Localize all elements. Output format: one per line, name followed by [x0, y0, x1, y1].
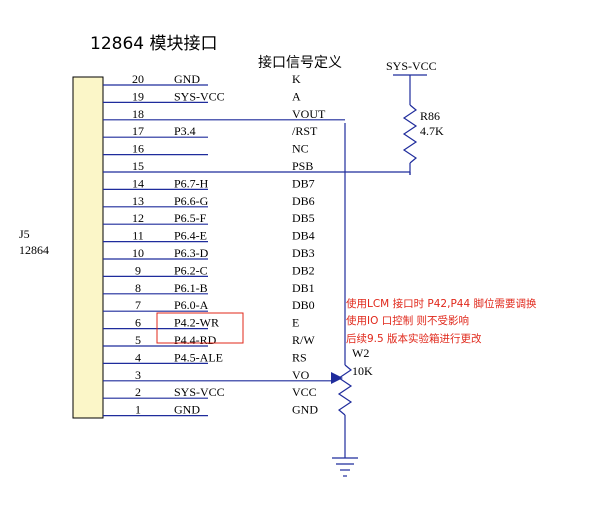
pin-number-10: 10	[132, 246, 144, 260]
pin-net-13: P6.6-G	[174, 194, 209, 208]
pin-signal-7: DB0	[292, 298, 315, 312]
swap-highlight-box	[156, 312, 244, 344]
pot-value: 10K	[352, 364, 373, 378]
connector-value: 12864	[19, 243, 49, 257]
pin-net-4: P4.5-ALE	[174, 350, 223, 364]
pin-number-15: 15	[132, 159, 144, 173]
pin-number-5: 5	[135, 333, 141, 347]
pin-signal-2: VCC	[292, 385, 317, 399]
pin-number-4: 4	[135, 350, 141, 364]
pin-number-2: 2	[135, 385, 141, 399]
pin-number-19: 19	[132, 89, 144, 103]
pin-signal-1: GND	[292, 403, 318, 417]
pin-signal-20: K	[292, 72, 301, 86]
pin-net-2: SYS-VCC	[174, 385, 225, 399]
pin-net-10: P6.3-D	[174, 246, 209, 260]
pin-net-12: P6.5-F	[174, 211, 207, 225]
pin-signal-3: VO	[292, 368, 310, 382]
pin-signal-14: DB7	[292, 176, 315, 190]
pin-net-7: P6.0-A	[174, 298, 209, 312]
pin-signal-17: /RST	[292, 124, 318, 138]
pin-net-19: SYS-VCC	[174, 89, 225, 103]
pin-net-9: P6.2-C	[174, 263, 208, 277]
pin-number-9: 9	[135, 263, 141, 277]
pin-net-8: P6.1-B	[174, 281, 208, 295]
pin-net-6: P4.2-WR	[174, 316, 219, 330]
note-line-3: 后续9.5 版本实验箱进行更改	[346, 332, 482, 345]
pin-signal-9: DB2	[292, 263, 315, 277]
pin-signal-18: VOUT	[292, 107, 326, 121]
pin-number-1: 1	[135, 403, 141, 417]
pin-number-17: 17	[132, 124, 144, 138]
connector-ref: J5	[19, 227, 30, 241]
pin-signal-10: DB3	[292, 246, 315, 260]
pin-net-14: P6.7-H	[174, 176, 209, 190]
pin-number-8: 8	[135, 281, 141, 295]
schematic-title: 12864 模块接口	[90, 34, 217, 54]
pot-w2-symbol	[337, 364, 353, 416]
pin-number-7: 7	[135, 298, 141, 312]
pin-number-16: 16	[132, 142, 144, 156]
resistor-r86-symbol	[402, 104, 418, 164]
pin-number-3: 3	[135, 368, 141, 382]
signal-definition-header: 接口信号定义	[258, 54, 342, 71]
pot-ref: W2	[352, 346, 369, 360]
pin-signal-13: DB6	[292, 194, 315, 208]
pin-signal-6: E	[292, 316, 299, 330]
power-label: SYS-VCC	[386, 59, 437, 73]
pin-signal-5: R/W	[292, 333, 315, 347]
pin-signal-4: RS	[292, 350, 307, 364]
pin-net-11: P6.4-E	[174, 229, 207, 243]
pin-net-5: P4.4-RD	[174, 333, 217, 347]
connector-body	[72, 76, 104, 419]
pin-signal-8: DB1	[292, 281, 315, 295]
pin-number-20: 20	[132, 72, 144, 86]
pin-net-20: GND	[174, 72, 200, 86]
pin-signal-19: A	[292, 89, 301, 103]
note-line-2: 使用IO 口控制 则不受影响	[346, 314, 469, 327]
pin-net-1: GND	[174, 403, 200, 417]
ground-symbol	[332, 457, 358, 477]
pot-wiper-arrow	[331, 372, 343, 384]
pin-number-13: 13	[132, 194, 144, 208]
pin-number-6: 6	[135, 316, 141, 330]
pin-number-11: 11	[132, 229, 144, 243]
pin-number-12: 12	[132, 211, 144, 225]
resistor-ref: R86	[420, 109, 440, 123]
pin-signal-16: NC	[292, 142, 309, 156]
pin-signal-15: PSB	[292, 159, 313, 173]
pin-number-18: 18	[132, 107, 144, 121]
pin-signal-12: DB5	[292, 211, 315, 225]
resistor-value: 4.7K	[420, 124, 444, 138]
pin-net-17: P3.4	[174, 124, 196, 138]
note-line-1: 使用LCM 接口时 P42,P44 脚位需要调换	[346, 297, 537, 310]
pin-signal-11: DB4	[292, 229, 315, 243]
pin-number-14: 14	[132, 176, 144, 190]
